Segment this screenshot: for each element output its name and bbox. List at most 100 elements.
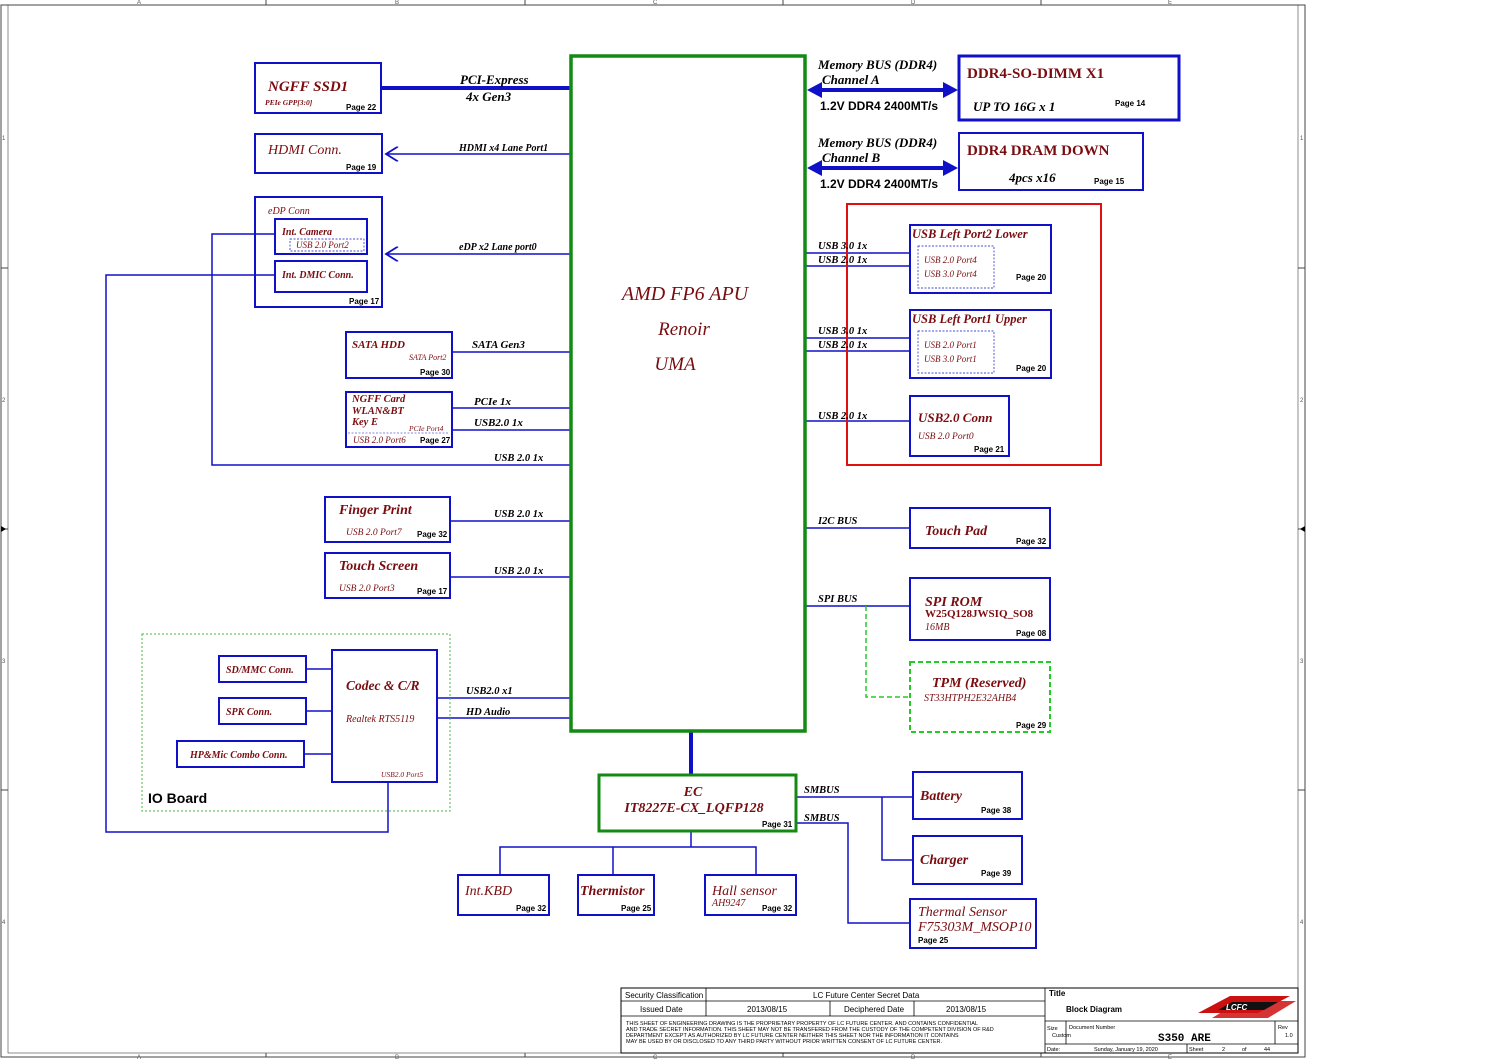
touchpad-block: Touch Pad Page 32 [909,507,1051,549]
wires [105,86,913,924]
battery-page: Page 38 [981,806,1012,815]
bus-i2c: I2C BUS [817,516,858,527]
issued-label: Issued Date [640,1005,683,1014]
col-marker-b: B [395,0,399,6]
thermistor-title: Thermistor [580,884,645,899]
bus-usb30-a: USB 3.0 1x [818,241,867,252]
usb-left2-block: USB Left Port2 Lower USB 2.0 Port4 USB 3… [909,224,1052,294]
bus-smbus-1: SMBUS [804,785,840,796]
ddr-a-block: DDR4-SO-DIMM X1 UP TO 16G x 1 Page 14 [957,54,1181,122]
apu-graphics: UMA [654,354,696,375]
io-board-label: IO Board [148,790,207,806]
col-marker-c-bottom: C [653,1055,658,1061]
usb-left2-page: Page 20 [1016,273,1047,282]
tpm-title: TPM (Reserved) [932,676,1026,691]
kbd-block: Int.KBD Page 32 [457,874,550,916]
row-marker-4-right: 4 [1300,920,1304,926]
charger-page: Page 39 [981,869,1012,878]
bus-hdmi: HDMI x4 Lane Port1 [458,143,548,154]
touchscreen-subtitle: USB 2.0 Port3 [339,584,395,594]
edp-title: eDP Conn [268,206,310,217]
ssd-block: NGFF SSD1 PEIe GPP[3:0] Page 22 [254,62,382,114]
bus-usb30-b: USB 3.0 1x [818,326,867,337]
usb-left1-block: USB Left Port1 Upper USB 2.0 Port1 USB 3… [909,309,1052,379]
fingerprint-page: Page 32 [417,530,448,539]
security-label: Security Classification [625,991,703,1000]
col-marker-b-bottom: B [395,1055,399,1061]
apu-block: AMD FP6 APU Renoir UMA [569,54,807,733]
codec-title: Codec & C/R [346,678,420,693]
bus-mem-b2: Channel B [822,150,880,165]
date-value: Sunday, January 19, 2020 [1094,1047,1158,1053]
hpmic-title: HP&Mic Combo Conn. [189,750,288,761]
sheet-of-label: of [1242,1047,1247,1053]
bus-usb20-finger: USB 2.0 1x [494,509,543,520]
memory-bus-arrows [807,82,958,176]
hdmi-block: HDMI Conn. Page 19 [254,133,383,174]
hdmi-page: Page 19 [346,163,377,172]
bus-usb20-left: USB 2.0 1x [494,453,543,464]
bus-mem-b3: 1.2V DDR4 2400MT/s [820,177,938,191]
spi-rom-part: W25Q128JWSIQ_SO8 [925,608,1034,620]
camera-title: Int. Camera [281,227,332,238]
bus-codec-usb: USB2.0 x1 [466,686,513,697]
ec-title: EC [683,785,703,800]
col-marker-d: D [911,0,916,6]
row-marker-3: 3 [2,659,6,665]
bus-sata: SATA Gen3 [472,339,525,351]
ec-part: IT8227E-CX_LQFP128 [623,801,763,816]
ssd-page: Page 22 [346,103,377,112]
usb-left1-title: USB Left Port1 Upper [912,312,1027,326]
size-label: Size [1047,1026,1058,1032]
wlan-page: Page 27 [420,436,451,445]
sheet-number: 2 [1222,1047,1225,1053]
custom-label: Custom [1052,1033,1071,1039]
bus-mem-a3: 1.2V DDR4 2400MT/s [820,99,938,113]
wlan-sub2: USB 2.0 Port6 [353,435,406,445]
usb-left1-sub1: USB 2.0 Port1 [924,340,977,350]
usb20-conn-subtitle: USB 2.0 Port0 [918,432,974,442]
touchscreen-title: Touch Screen [339,559,418,574]
edp-page: Page 17 [349,297,380,306]
sata-page: Page 30 [420,368,451,377]
bus-usb20-wlan: USB2.0 1x [474,417,523,429]
usb-left1-page: Page 20 [1016,364,1047,373]
usb-left1-sub2: USB 3.0 Port1 [924,354,977,364]
ddr-a-title: DDR4-SO-DIMM X1 [967,66,1104,82]
bus-mem-a2: Channel A [822,72,880,87]
rev-value: 1.0 [1285,1033,1293,1039]
tpm-block: TPM (Reserved) ST33HTPH2E32AHB4 Page 29 [909,661,1051,733]
bus-labels: PCI-Express 4x Gen3 HDMI x4 Lane Port1 e… [458,57,938,824]
rev-label: Rev [1278,1025,1288,1031]
ddr-b-title: DDR4 DRAM DOWN [967,143,1110,159]
hall-sensor-subtitle: AH9247 [711,898,746,909]
thermistor-block: Thermistor Page 25 [577,874,655,916]
bus-usb20-touchscreen: USB 2.0 1x [494,566,543,577]
wlan-line3: Key E [351,417,378,428]
title-value: Block Diagram [1066,1005,1122,1014]
usb-left2-title: USB Left Port2 Lower [912,227,1028,241]
spi-rom-block: SPI ROM W25Q128JWSIQ_SO8 16MB Page 08 [909,577,1051,641]
tpm-part: ST33HTPH2E32AHB4 [924,693,1016,704]
charger-block: Charger Page 39 [912,835,1023,885]
usb-left2-sub2: USB 3.0 Port4 [924,269,977,279]
thermal-sensor-block: Thermal Sensor F75303M_MSOP10 Page 25 [909,898,1037,949]
bus-edp: eDP x2 Lane port0 [459,242,537,253]
touchscreen-block: Touch Screen USB 2.0 Port3 Page 17 [324,552,451,599]
hall-sensor-block: Hall sensor AH9247 Page 32 [704,874,797,916]
col-marker-e: E [1168,0,1172,6]
lcfc-logo: LCFC [1193,989,1297,1020]
bus-pcie-a: PCI-Express [460,72,529,87]
spk-title: SPK Conn. [226,707,272,718]
battery-block: Battery Page 38 [912,771,1023,820]
bus-hd-audio: HD Audio [465,707,510,718]
ssd-subtitle: PEIe GPP[3:0] [265,98,313,107]
bus-usb20-c: USB 2.0 1x [818,411,867,422]
sheet-total: 44 [1264,1047,1270,1053]
usb-group-border [846,203,1102,466]
security-value: LC Future Center Secret Data [813,991,920,1000]
hall-sensor-page: Page 32 [762,904,793,913]
sata-block: SATA HDD SATA Port2 Page 30 [345,331,453,379]
wlan-line1: NGFF Card [351,394,406,405]
